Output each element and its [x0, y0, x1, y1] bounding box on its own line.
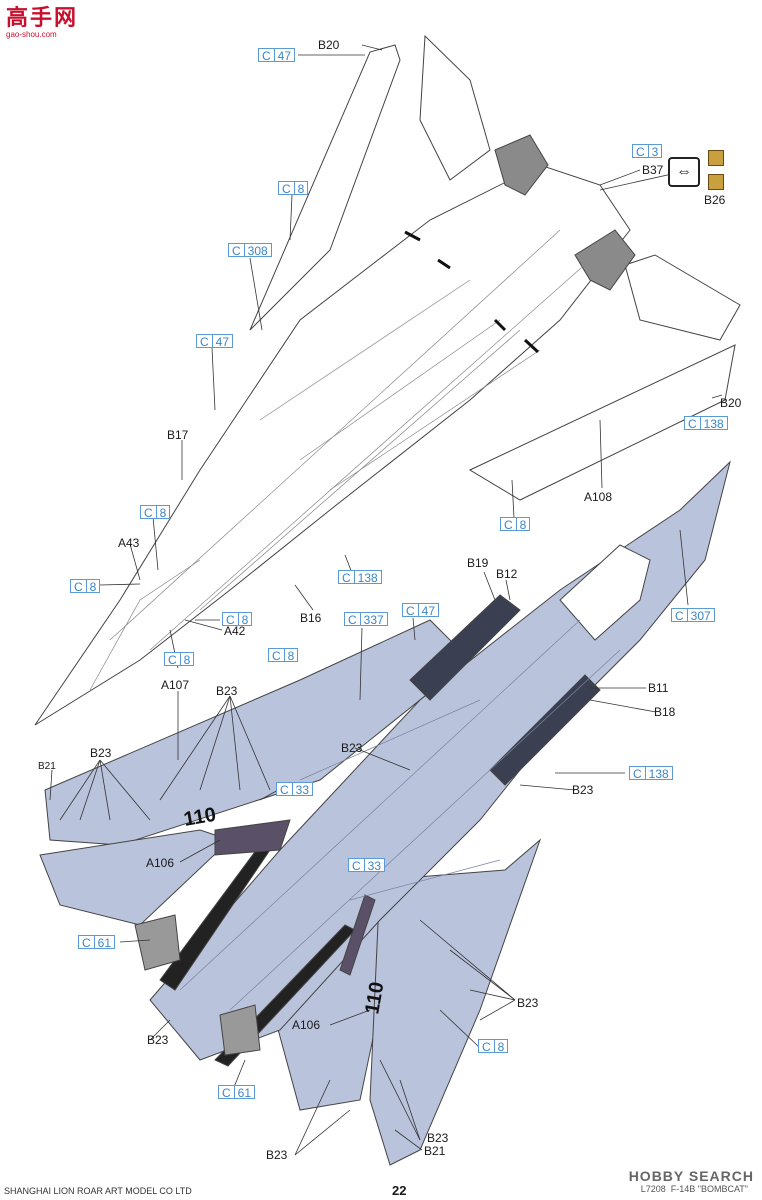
label-b23-a: B23	[216, 684, 238, 698]
label-b23-h: B23	[266, 1148, 288, 1162]
label-b23-d: B23	[572, 783, 594, 797]
decal-chip-icon	[708, 150, 724, 166]
label-b19: B19	[467, 556, 489, 570]
label-b12: B12	[496, 567, 518, 581]
label-a106-a: A106	[146, 856, 175, 870]
logo-sub-text: gao-shou.com	[6, 30, 57, 39]
modex-top: 110	[182, 804, 218, 831]
label-b21-bottom: B21	[424, 1144, 446, 1158]
site-logo: 高手网 gao-shou.com	[6, 5, 79, 40]
label-b23-c: B23	[341, 741, 363, 755]
bottom-aircraft-view	[39, 460, 731, 1166]
label-b16: B16	[300, 611, 322, 625]
decal-chip-icon	[708, 174, 724, 190]
label-b18: B18	[654, 705, 676, 719]
label-a108: A108	[584, 490, 613, 504]
kit-name: F-14B "BOMBCAT"	[670, 1184, 748, 1194]
label-b23-b: B23	[90, 746, 112, 760]
label-a42: A42	[224, 624, 246, 638]
company-name: SHANGHAI LION ROAR ART MODEL CO LTD	[4, 1186, 192, 1196]
label-b20-right: B20	[720, 396, 742, 410]
top-aircraft-view	[34, 34, 741, 726]
label-b26: B26	[704, 193, 726, 207]
label-b23-e: B23	[517, 996, 539, 1010]
label-b21-left: B21	[38, 761, 56, 772]
label-b11: B11	[648, 681, 669, 695]
page-number: 22	[392, 1183, 407, 1198]
hobby-search-watermark: HOBBY SEARCH	[628, 1168, 754, 1184]
label-b17: B17	[167, 428, 189, 442]
label-b20-top: B20	[318, 38, 340, 52]
label-b23-f: B23	[147, 1033, 169, 1047]
label-a43: A43	[118, 536, 140, 550]
label-b23-g: B23	[427, 1131, 449, 1145]
logo-main-text: 高手网	[6, 5, 79, 30]
label-b37: B37	[642, 163, 664, 177]
kit-info: L7208 F-14B "BOMBCAT"	[641, 1184, 748, 1194]
double-arrow-icon: ⇔	[668, 157, 700, 187]
label-a106-b: A106	[292, 1018, 321, 1032]
label-a107: A107	[161, 678, 190, 692]
kit-code: L7208	[640, 1184, 666, 1194]
